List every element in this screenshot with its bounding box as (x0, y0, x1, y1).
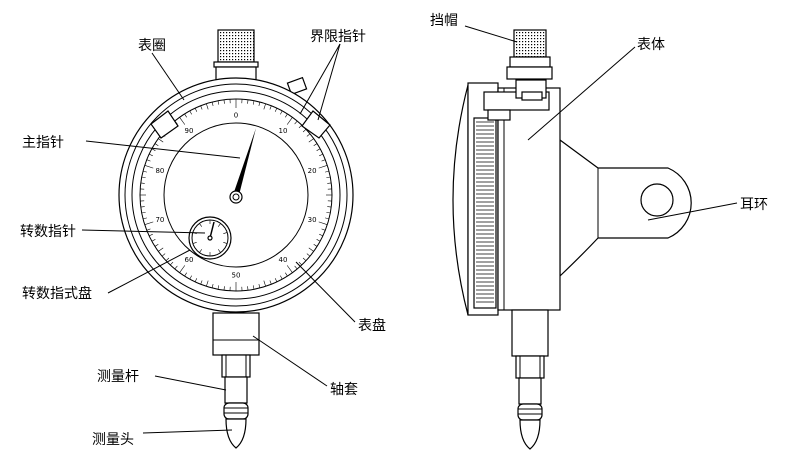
lug (560, 140, 691, 276)
side-view (453, 26, 737, 449)
dial-number: 60 (185, 256, 194, 264)
label-main-pointer: 主指针 (22, 135, 64, 151)
label-revolution-pointer: 转数指针 (20, 224, 76, 240)
side-cap (507, 30, 552, 79)
label-cap: 挡帽 (430, 13, 458, 29)
dial-number: 10 (279, 127, 288, 135)
label-lug: 耳环 (740, 197, 768, 213)
dial-number: 40 (279, 256, 288, 264)
dial-number: 20 (308, 167, 317, 175)
dial-number: 90 (185, 127, 194, 135)
front-view: 0 10 20 30 40 50 60 70 80 90 (82, 30, 355, 448)
front-stem-assembly (213, 313, 259, 448)
front-cap (214, 30, 258, 82)
dial-number: 80 (155, 167, 164, 175)
label-body: 表体 (637, 37, 665, 53)
dial-number: 50 (232, 272, 241, 280)
label-sleeve: 轴套 (330, 382, 358, 398)
dial-number: 70 (155, 216, 164, 224)
label-bezel: 表圈 (138, 38, 166, 54)
label-revolution-dial: 转数指式盘 (22, 285, 92, 302)
crystal (453, 85, 468, 315)
label-stem: 测量杆 (97, 369, 139, 385)
label-dial: 表盘 (358, 317, 386, 334)
dial-number: 30 (308, 216, 317, 224)
side-stem-assembly (512, 310, 548, 449)
label-tip: 测量头 (92, 432, 134, 448)
label-limit-pointer: 界限指针 (310, 29, 366, 45)
revolution-dial (189, 217, 231, 259)
side-body (498, 88, 560, 310)
dial-number: 0 (234, 112, 238, 120)
